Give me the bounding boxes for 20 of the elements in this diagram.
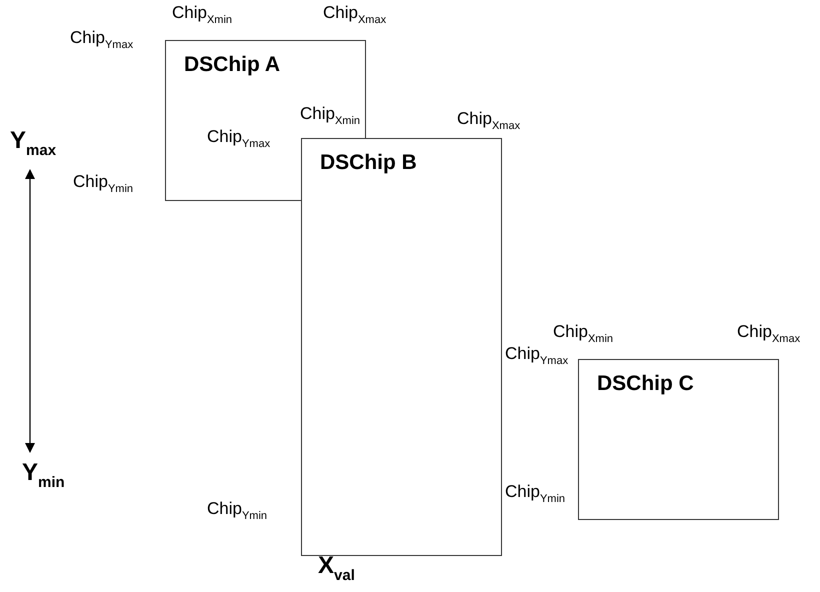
chip-name: DSChip C [597, 372, 694, 396]
coordinate-label: Chip$_{Xmax}$ [457, 110, 520, 132]
axis-label: Y$_{max}$ [10, 128, 56, 160]
coordinate-label: Chip$_{Xmax}$ [323, 4, 386, 26]
axis-label: Y$_{min}$ [22, 460, 65, 492]
chip-name: DSChip B [320, 151, 417, 175]
coordinate-label: Chip$_{Xmin}$ [172, 4, 232, 26]
coordinate-label: Chip$_{Xmin}$ [300, 105, 360, 128]
coordinate-label: Chip$_{Xmin}$ [553, 323, 614, 346]
coordinate-label: Chip$_{Ymax}$ [505, 345, 568, 368]
coordinate-label: Chip$_{Ymax}$ [207, 128, 270, 150]
coordinate-label: Chip$_{Ymin}$ [207, 500, 268, 522]
coordinate-label: Chip$_{Ymax}$ [70, 29, 134, 52]
chip-box [578, 359, 779, 520]
chip-name: DSChip A [184, 53, 280, 77]
coordinate-label: Chip$_{Ymin}$ [505, 483, 566, 506]
chip-box [301, 138, 502, 556]
axis-label: X$_{val}$ [318, 553, 355, 584]
coordinate-label: Chip$_{Ymin}$ [73, 173, 134, 196]
coordinate-label: Chip$_{Xmax}$ [737, 323, 800, 346]
